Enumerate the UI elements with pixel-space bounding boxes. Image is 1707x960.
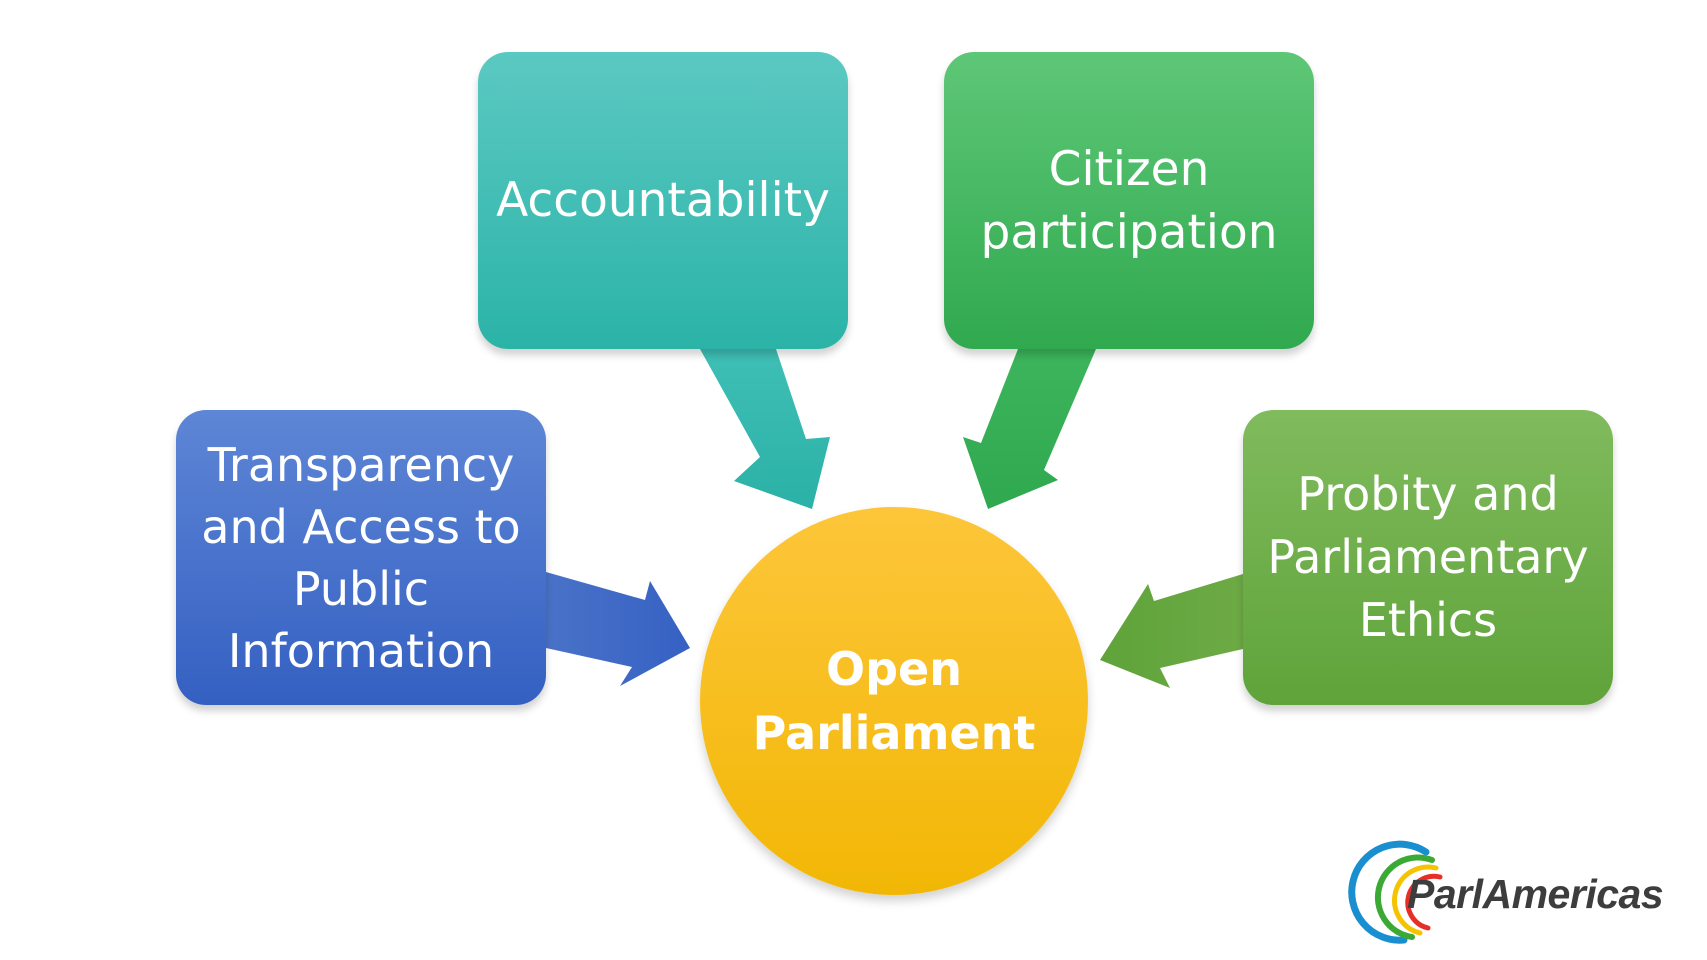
arrow-transparency xyxy=(546,572,690,686)
center-label-line: Open xyxy=(826,642,962,696)
node-transparency: Transparency and Access to Public Inform… xyxy=(176,410,546,705)
node-label-line: Public xyxy=(292,561,430,616)
arrow-accountability xyxy=(700,349,830,509)
center-label-line: Parliament xyxy=(752,706,1036,760)
logo-arc-red xyxy=(1405,873,1443,931)
node-label-line: Probity and xyxy=(1297,467,1559,521)
arrow-probity xyxy=(1100,574,1243,688)
node-label-line: and Access to xyxy=(201,499,521,554)
logo-arc-green xyxy=(1374,854,1435,940)
arrow-citizen-participation xyxy=(963,349,1096,509)
node-accountability: Accountability xyxy=(478,52,848,349)
node-label-line: Ethics xyxy=(1358,593,1498,647)
node-citizen-participation: Citizen participation xyxy=(944,52,1314,349)
logo-arc-blue xyxy=(1348,840,1430,944)
node-label-line: Accountability xyxy=(496,173,830,228)
center-node-open-parliament: Open Parliament xyxy=(700,507,1088,895)
logo-arc-yellow xyxy=(1392,864,1439,936)
node-label-line: Transparency xyxy=(207,437,515,492)
node-probity: Probity and Parliamentary Ethics xyxy=(1243,410,1613,705)
logo-text: ParlAmericas xyxy=(1407,871,1664,917)
parlamericas-logo xyxy=(1348,840,1443,944)
node-label-line: participation xyxy=(980,204,1278,260)
node-label-line: Citizen xyxy=(1048,141,1210,197)
node-label-line: Information xyxy=(227,623,495,678)
node-label-line: Parliamentary xyxy=(1267,530,1589,584)
